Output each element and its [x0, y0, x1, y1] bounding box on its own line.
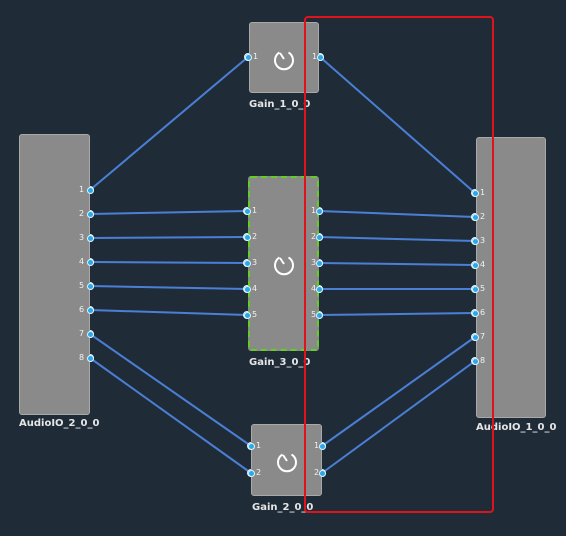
port-dot[interactable]	[86, 210, 94, 218]
port-number-label: 2	[256, 468, 262, 477]
audio-io-input-node[interactable]	[19, 134, 90, 415]
connection-wire[interactable]	[89, 357, 252, 474]
port-number-label: 3	[480, 236, 486, 245]
connection-wire[interactable]	[89, 333, 252, 447]
port-number-label: 6	[79, 305, 85, 314]
port-number-label: 2	[311, 232, 317, 241]
audio-io-input-label: AudioIO_2_0_0	[19, 418, 100, 429]
port-dot[interactable]	[315, 207, 323, 215]
port-number-label: 4	[480, 260, 486, 269]
connection-wire[interactable]	[89, 261, 248, 264]
port-dot[interactable]	[244, 53, 252, 61]
port-dot[interactable]	[471, 261, 479, 269]
connection-wire[interactable]	[321, 360, 476, 474]
port-dot[interactable]	[318, 442, 326, 450]
port-dot[interactable]	[471, 285, 479, 293]
port-number-label: 4	[311, 284, 317, 293]
audio-io-output-label: AudioIO_1_0_0	[476, 422, 557, 433]
port-dot[interactable]	[86, 282, 94, 290]
gain1-label: Gain_1_0_0	[249, 99, 311, 110]
connection-wire[interactable]	[89, 285, 248, 290]
gain3-label: Gain_3_0_0	[249, 357, 311, 368]
gain-knob-icon	[274, 51, 294, 71]
port-dot[interactable]	[315, 311, 323, 319]
port-dot[interactable]	[471, 213, 479, 221]
port-dot[interactable]	[471, 333, 479, 341]
port-number-label: 7	[79, 329, 85, 338]
port-dot[interactable]	[247, 442, 255, 450]
port-number-label: 1	[314, 441, 320, 450]
connection-wire[interactable]	[318, 210, 476, 218]
connection-wire[interactable]	[321, 336, 476, 447]
port-number-label: 5	[79, 281, 85, 290]
port-dot[interactable]	[316, 53, 324, 61]
port-dot[interactable]	[471, 357, 479, 365]
port-number-label: 6	[480, 308, 486, 317]
connection-wire[interactable]	[89, 210, 248, 215]
port-dot[interactable]	[247, 469, 255, 477]
port-dot[interactable]	[243, 259, 251, 267]
connection-wire[interactable]	[89, 236, 248, 239]
port-dot[interactable]	[86, 330, 94, 338]
port-number-label: 2	[314, 468, 320, 477]
connection-wire[interactable]	[89, 56, 249, 191]
port-dot[interactable]	[86, 186, 94, 194]
port-number-label: 4	[252, 284, 258, 293]
port-dot[interactable]	[86, 306, 94, 314]
port-number-label: 3	[252, 258, 258, 267]
port-number-label: 7	[480, 332, 486, 341]
port-number-label: 1	[256, 441, 262, 450]
port-dot[interactable]	[315, 259, 323, 267]
connection-wire[interactable]	[89, 309, 248, 316]
port-number-label: 2	[252, 232, 258, 241]
port-dot[interactable]	[315, 285, 323, 293]
port-dot[interactable]	[243, 207, 251, 215]
port-number-label: 1	[312, 52, 318, 61]
connection-wire[interactable]	[318, 312, 476, 316]
port-number-label: 1	[311, 206, 317, 215]
port-number-label: 5	[252, 310, 258, 319]
gain3-node[interactable]	[248, 176, 319, 351]
port-number-label: 1	[253, 52, 259, 61]
port-number-label: 2	[79, 209, 85, 218]
port-number-label: 3	[311, 258, 317, 267]
port-dot[interactable]	[86, 234, 94, 242]
port-number-label: 5	[311, 310, 317, 319]
port-number-label: 1	[79, 185, 85, 194]
connection-wire[interactable]	[319, 56, 476, 194]
port-number-label: 1	[252, 206, 258, 215]
port-number-label: 2	[480, 212, 486, 221]
port-number-label: 1	[480, 188, 486, 197]
port-dot[interactable]	[86, 354, 94, 362]
port-dot[interactable]	[243, 311, 251, 319]
port-dot[interactable]	[471, 309, 479, 317]
connection-wire[interactable]	[318, 236, 476, 242]
connection-wire[interactable]	[318, 262, 476, 266]
gain-knob-icon	[274, 256, 294, 276]
port-dot[interactable]	[315, 233, 323, 241]
audio-io-output-node[interactable]	[476, 137, 546, 418]
port-dot[interactable]	[471, 237, 479, 245]
port-dot[interactable]	[86, 258, 94, 266]
port-dot[interactable]	[243, 233, 251, 241]
port-dot[interactable]	[318, 469, 326, 477]
gain2-label: Gain_2_0_0	[252, 502, 314, 513]
port-dot[interactable]	[471, 189, 479, 197]
port-number-label: 5	[480, 284, 486, 293]
port-number-label: 8	[480, 356, 486, 365]
port-number-label: 4	[79, 257, 85, 266]
port-dot[interactable]	[243, 285, 251, 293]
gain-knob-icon	[277, 453, 297, 473]
port-number-label: 8	[79, 353, 85, 362]
port-number-label: 3	[79, 233, 85, 242]
